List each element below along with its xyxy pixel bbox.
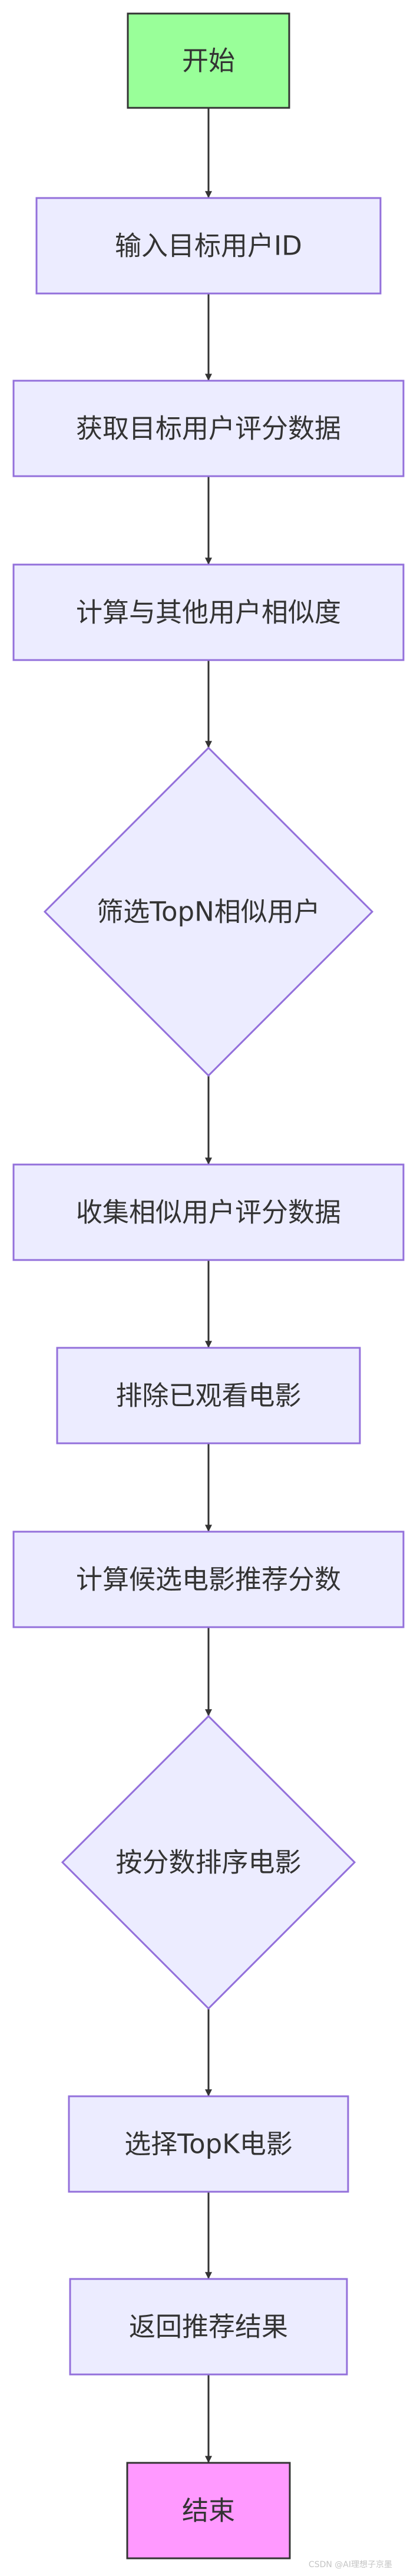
node-n8: 返回推荐结果: [69, 2278, 348, 2376]
node-label: 按分数排序电影: [115, 1847, 301, 1878]
node-label: 开始: [182, 45, 235, 77]
process-box: [12, 380, 405, 477]
node-n2: 获取目标用户评分数据: [12, 380, 405, 477]
node-n3: 计算与其他用户相似度: [12, 563, 405, 661]
process-box: [127, 12, 290, 109]
process-box: [68, 2095, 349, 2193]
process-box: [56, 1347, 361, 1444]
node-label: 获取目标用户评分数据: [76, 413, 341, 444]
process-box: [126, 2462, 291, 2559]
node-n6: 计算候选电影推荐分数: [12, 1531, 405, 1628]
node-end: 结束: [126, 2462, 291, 2559]
node-label: 选择TopK电影: [124, 2129, 292, 2160]
decision-diamond: [43, 746, 374, 1077]
node-d1: 筛选TopN相似用户: [43, 746, 374, 1077]
node-n1: 输入目标用户ID: [35, 197, 382, 295]
decision-diamond: [61, 1714, 356, 2010]
node-n7: 选择TopK电影: [68, 2095, 349, 2193]
node-label: 计算候选电影推荐分数: [76, 1564, 341, 1595]
node-start: 开始: [127, 12, 290, 109]
process-box: [12, 563, 405, 661]
node-label: 收集相似用户评分数据: [76, 1197, 341, 1228]
process-box: [35, 197, 382, 295]
watermark: CSDN @AI理想子京墨: [308, 2560, 392, 2570]
node-n4: 收集相似用户评分数据: [12, 1163, 405, 1261]
process-box: [12, 1163, 405, 1261]
process-box: [12, 1531, 405, 1628]
node-label: 返回推荐结果: [129, 2311, 288, 2343]
node-label: 计算与其他用户相似度: [76, 597, 341, 628]
node-label: 排除已观看电影: [115, 1380, 301, 1411]
node-d2: 按分数排序电影: [61, 1714, 356, 2010]
process-box: [69, 2278, 348, 2376]
node-label: 输入目标用户ID: [115, 230, 302, 262]
node-label: 筛选TopN相似用户: [97, 896, 320, 928]
node-n5: 排除已观看电影: [56, 1347, 361, 1444]
node-label: 结束: [182, 2495, 235, 2526]
